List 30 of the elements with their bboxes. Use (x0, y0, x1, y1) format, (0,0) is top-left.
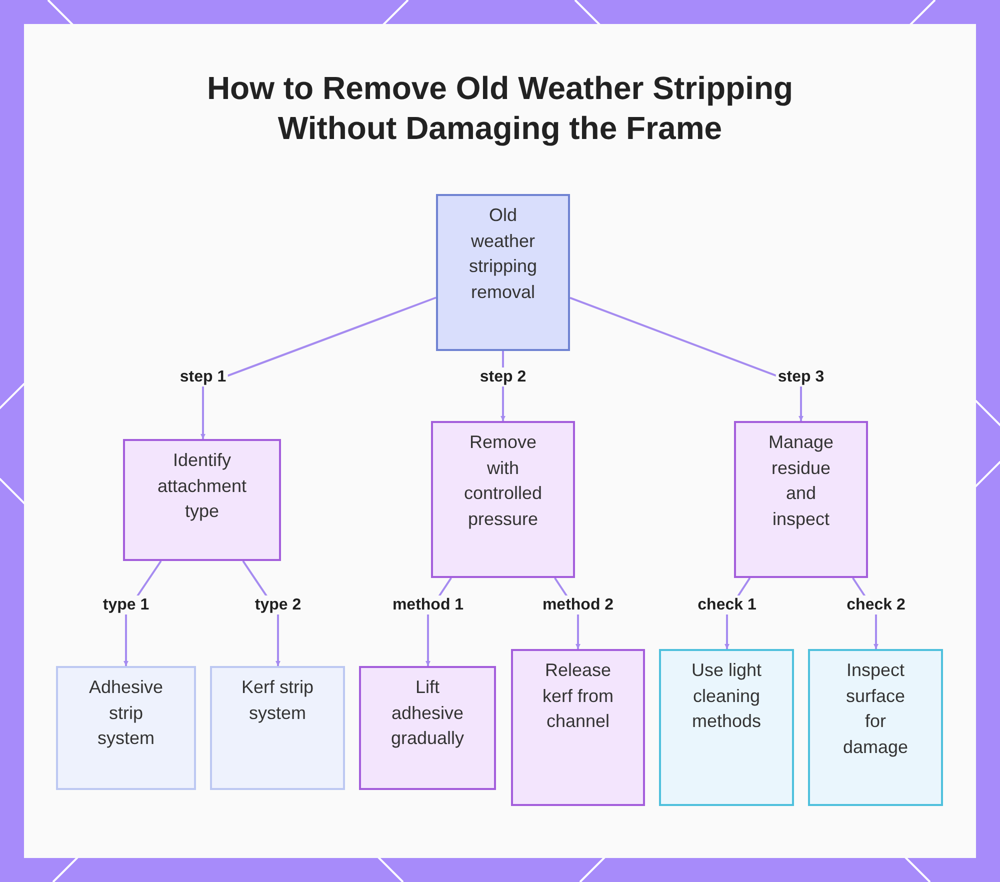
edge-label: step 3 (776, 368, 826, 386)
node-label: Old weather stripping removal (468, 204, 538, 304)
node-label: Manage residue and inspect (767, 431, 835, 531)
edge-label: type 1 (100, 596, 152, 614)
process-box (808, 649, 943, 806)
process-box (659, 649, 794, 806)
edge-label: step 1 (178, 368, 228, 386)
process-box (359, 666, 496, 790)
connector-line (570, 296, 804, 421)
node-label: Use light cleaning methods (690, 659, 763, 733)
connector-line (200, 296, 436, 439)
process-box (734, 421, 868, 578)
process-box (431, 421, 575, 578)
node-label: Remove with controlled pressure (462, 431, 544, 531)
process-box (210, 666, 345, 790)
edge-label: check 2 (844, 596, 908, 614)
node-label: Adhesive strip system (88, 676, 164, 750)
edge-label: check 1 (696, 596, 758, 614)
diagram-title: How to Remove Old Weather Stripping Without Damaging the Frame (206, 69, 794, 148)
process-box (123, 439, 281, 561)
node-label: Kerf strip system (240, 676, 315, 725)
edge-label: type 2 (252, 596, 304, 614)
process-box (56, 666, 196, 790)
process-box (511, 649, 645, 806)
node-label: Lift adhesive gradually (390, 676, 466, 750)
edge-label: step 2 (478, 368, 528, 386)
node-label: Release kerf from channel (541, 659, 614, 733)
process-box (436, 194, 570, 351)
node-label: Inspect surface for damage (842, 659, 910, 759)
node-label: Identify attachment type (156, 449, 248, 523)
